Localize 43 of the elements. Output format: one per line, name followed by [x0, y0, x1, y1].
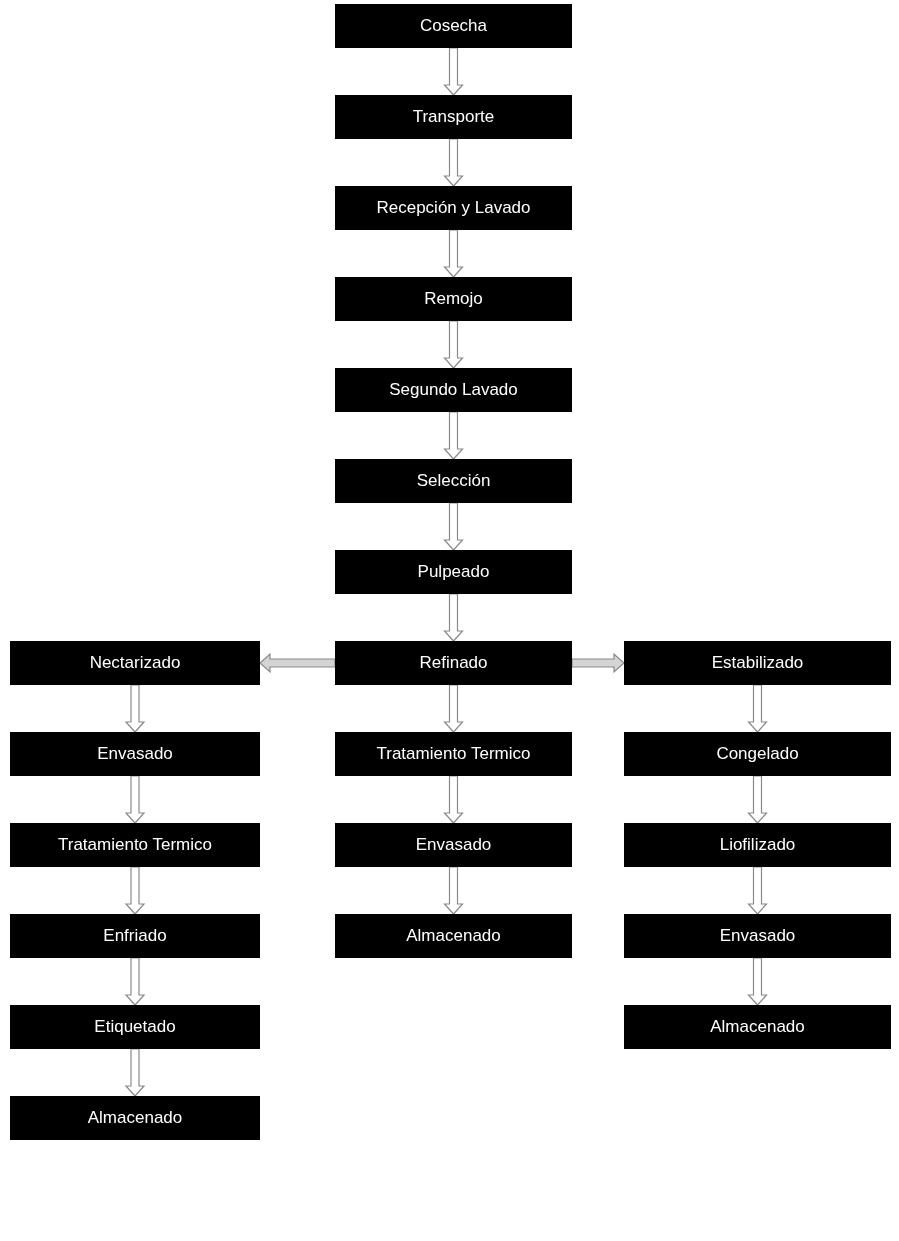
process-box: Congelado	[624, 732, 891, 776]
block-arrow	[124, 775, 146, 824]
block-arrow	[443, 502, 464, 551]
process-box: Recepción y Lavado	[335, 186, 572, 230]
process-box: Envasado	[335, 823, 572, 867]
process-box: Almacenado	[10, 1096, 260, 1140]
process-box: Segundo Lavado	[335, 368, 572, 412]
process-box: Cosecha	[335, 4, 572, 48]
block-arrow	[443, 866, 464, 915]
block-arrow	[124, 866, 146, 915]
block-arrow	[747, 957, 768, 1006]
block-arrow	[443, 593, 464, 642]
block-arrow	[747, 866, 768, 915]
process-box: Almacenado	[335, 914, 572, 958]
block-arrow	[259, 652, 336, 674]
block-arrow	[124, 1048, 146, 1097]
process-box: Liofilizado	[624, 823, 891, 867]
process-box: Tratamiento Termico	[335, 732, 572, 776]
block-arrow	[124, 684, 146, 733]
block-arrow	[124, 957, 146, 1006]
block-arrow	[443, 684, 464, 733]
block-arrow	[443, 320, 464, 369]
block-arrow	[443, 229, 464, 278]
process-box: Envasado	[10, 732, 260, 776]
block-arrow	[571, 652, 625, 674]
process-box: Selección	[335, 459, 572, 503]
process-box: Pulpeado	[335, 550, 572, 594]
process-box: Refinado	[335, 641, 572, 685]
process-box: Transporte	[335, 95, 572, 139]
block-arrow	[747, 684, 768, 733]
process-box: Enfriado	[10, 914, 260, 958]
process-box: Tratamiento Termico	[10, 823, 260, 867]
process-box: Estabilizado	[624, 641, 891, 685]
process-box: Remojo	[335, 277, 572, 321]
process-box: Envasado	[624, 914, 891, 958]
process-box: Nectarizado	[10, 641, 260, 685]
block-arrow	[443, 138, 464, 187]
block-arrow	[443, 47, 464, 96]
block-arrow	[747, 775, 768, 824]
block-arrow	[443, 775, 464, 824]
process-box: Almacenado	[624, 1005, 891, 1049]
process-box: Etiquetado	[10, 1005, 260, 1049]
block-arrow	[443, 411, 464, 460]
